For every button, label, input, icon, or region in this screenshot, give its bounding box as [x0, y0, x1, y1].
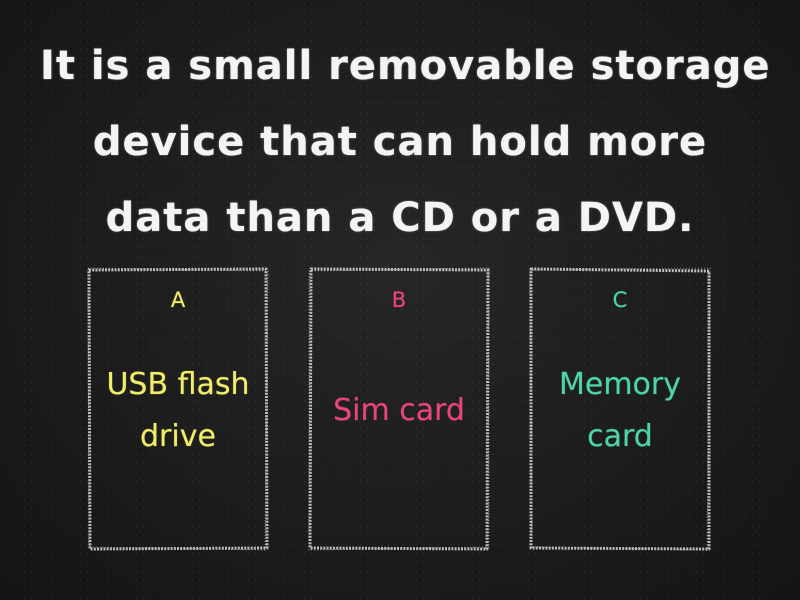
- answer-line-2: drive: [140, 419, 216, 454]
- option-answer: Sim card: [313, 356, 485, 466]
- answer-line-1: Sim card: [333, 393, 465, 428]
- answer-line-1: Memory: [558, 367, 681, 402]
- option-letter: A: [170, 288, 186, 312]
- answer-card-c[interactable]: C Memory card: [528, 266, 712, 552]
- answer-card-a[interactable]: A USB flash drive: [86, 266, 270, 552]
- question-line-2: device that can hold more: [92, 119, 708, 165]
- chalk-frame: [308, 267, 490, 551]
- question-line-3: data than a CD or a DVD.: [105, 195, 695, 241]
- answer-line-1: USB flash: [106, 367, 250, 402]
- answer-line-2: card: [587, 419, 653, 454]
- option-letter: B: [391, 288, 407, 312]
- chalk-frame: [529, 267, 711, 551]
- question-line-1: It is a small removable storage: [40, 43, 771, 89]
- answer-card-b[interactable]: B Sim card: [307, 266, 491, 552]
- chalk-frame: [87, 267, 269, 551]
- question-text: It is a small removable storage device t…: [40, 28, 771, 256]
- option-answer: USB flash drive: [92, 356, 264, 466]
- option-letter: C: [612, 288, 628, 312]
- option-answer: Memory card: [534, 356, 706, 466]
